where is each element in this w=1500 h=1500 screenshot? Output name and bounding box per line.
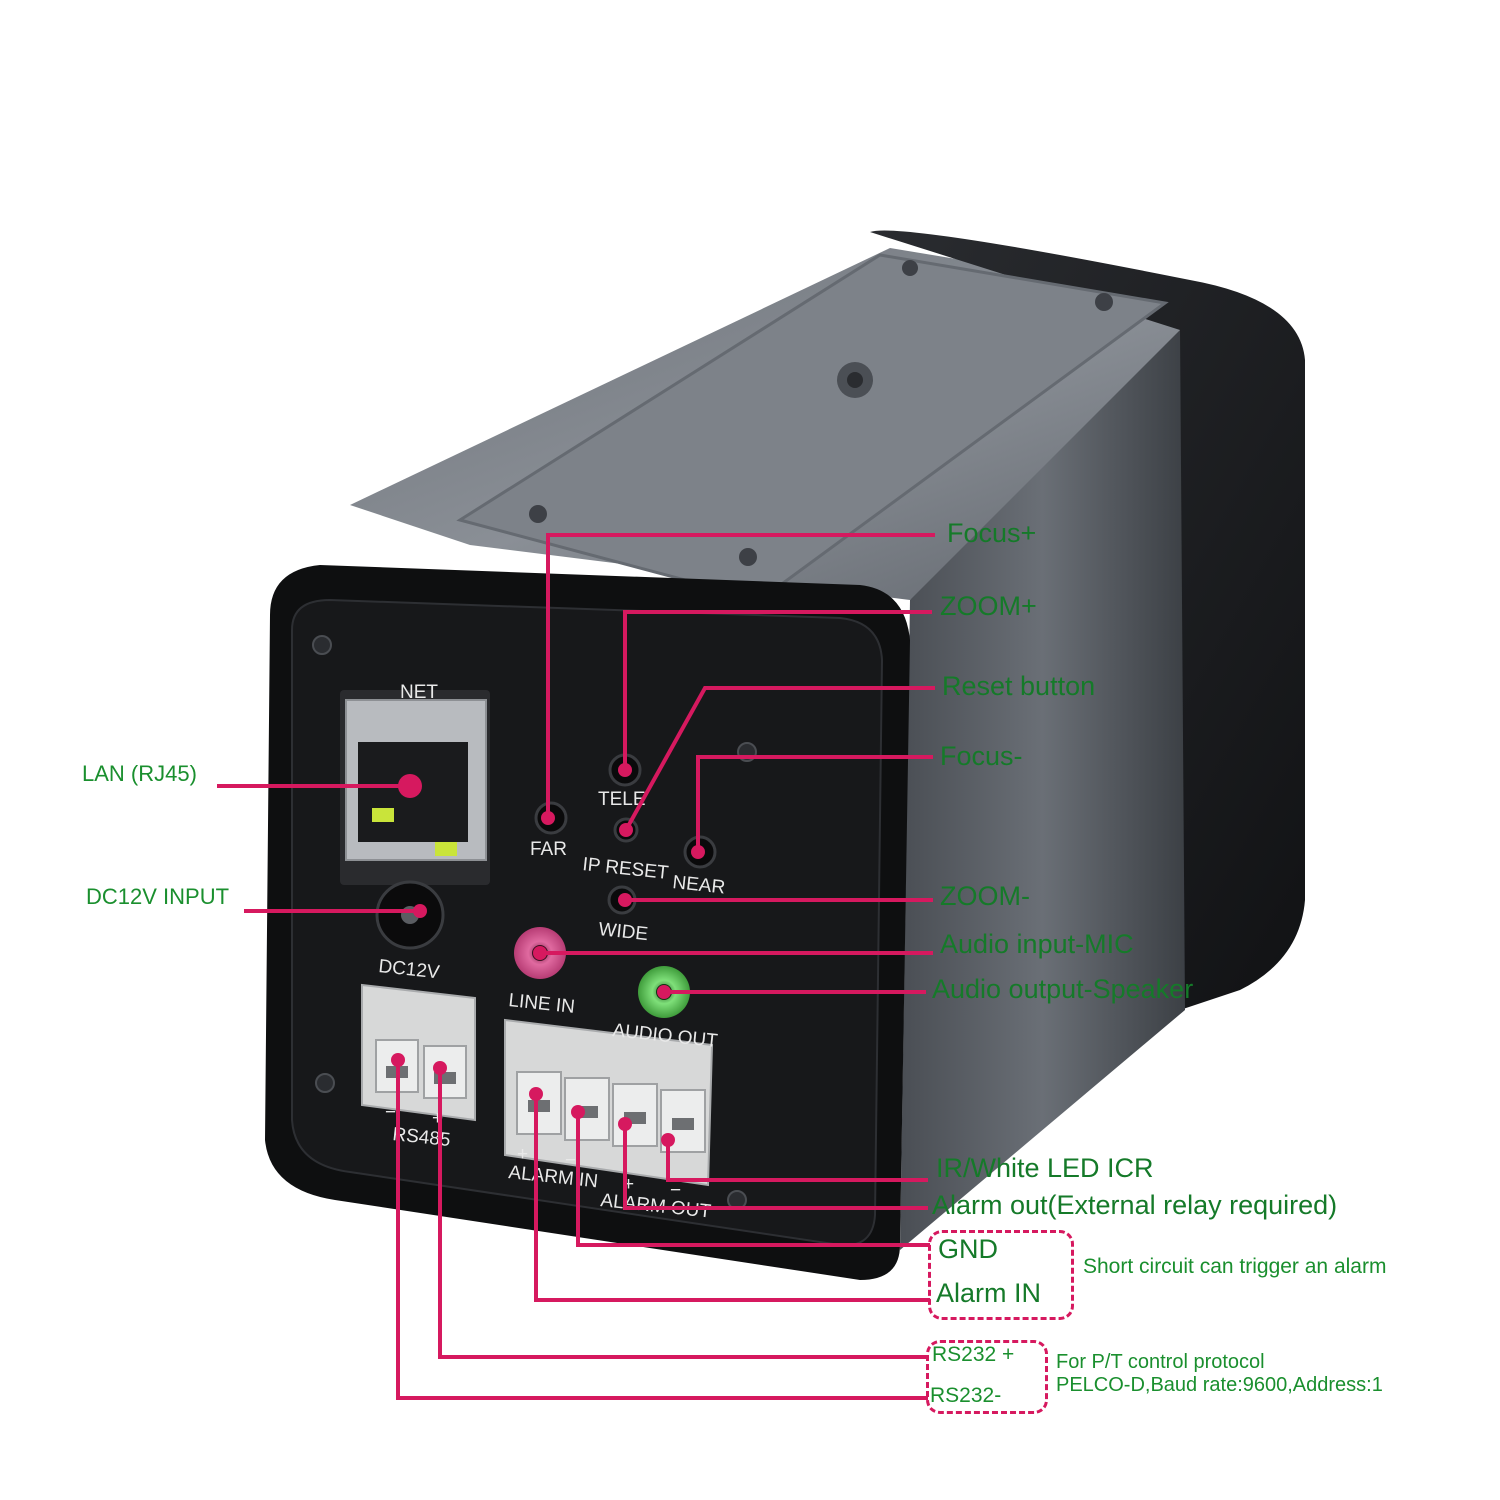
focus-minus-line [696,755,933,852]
panel-net-label: NET [400,682,438,703]
audio-input-label: Audio input-MIC [940,929,1134,959]
alarm-note: Short circuit can trigger an alarm [1083,1255,1387,1278]
gnd-label: GND [938,1234,998,1264]
panel-tele-label: TELE [598,789,646,810]
rs232-minus-line [396,1060,928,1400]
panel-alarm-in-plus: + [517,1144,528,1165]
panel-alarm-out-minus: − [670,1180,681,1201]
ir-led-line [666,1140,928,1182]
reset-line [624,686,935,831]
gnd-line [576,1112,930,1247]
dc-jack [375,880,445,950]
alarm-in-label: Alarm IN [936,1278,1042,1308]
zoom-plus-line [623,610,932,770]
dc-input-label: DC12V INPUT [86,884,230,909]
zoom-plus-label: ZOOM+ [940,591,1037,621]
focus-plus-label: Focus+ [947,518,1037,548]
alarm-out-line [623,1124,928,1210]
panel-alarm-out-plus: + [623,1174,634,1195]
focus-plus-line [546,533,935,818]
alarm-out-label: Alarm out(External relay required) [932,1190,1338,1220]
focus-minus-label: Focus- [940,741,1023,771]
panel-far-label: FAR [530,839,567,860]
audio-output-label: Audio output-Speaker [932,974,1194,1004]
panel-rs485-minus: − [385,1102,396,1123]
reset-button-label: Reset button [942,671,1096,701]
rs485-terminal [361,983,476,1122]
panel-rs485-plus: + [432,1108,443,1129]
callout-dots [391,763,705,1147]
panel-alarm-in-minus: − [565,1150,576,1171]
lan-label: LAN (RJ45) [82,761,197,786]
callout-lines [217,533,935,1400]
protocol-note-1: For P/T control protocol [1056,1351,1265,1373]
alarm-terminal [504,1018,714,1187]
rs232-plus-label: RS232 + [932,1343,1015,1366]
alarm-in-line [534,1094,930,1302]
rs232-minus-label: RS232- [930,1384,1002,1407]
ir-led-label: IR/White LED ICR [936,1153,1154,1183]
rs232-plus-line [438,1068,928,1359]
alarm-group-box [928,1230,1074,1320]
protocol-note-2: PELCO-D,Baud rate:9600,Address:1 [1056,1374,1383,1396]
zoom-minus-label: ZOOM- [940,881,1030,911]
rs232-group-box [926,1340,1048,1414]
panel-wide-label: WIDE [597,919,649,945]
